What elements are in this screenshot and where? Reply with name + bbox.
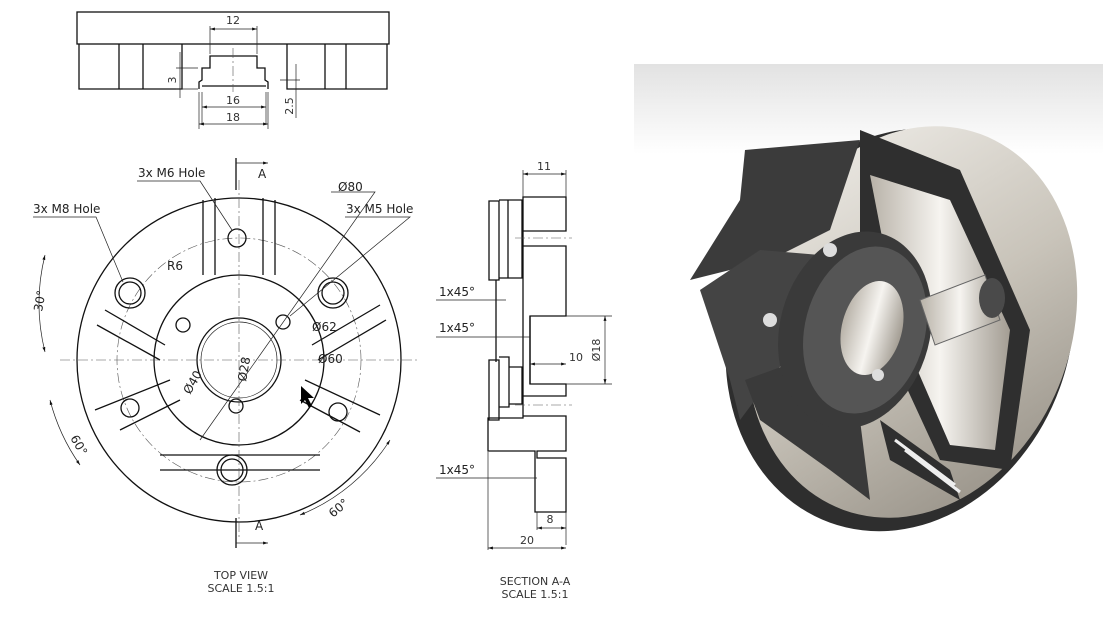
top-view-scale: SCALE 1.5:1 [208,582,275,595]
label-chamfer-2: 1x45° [439,321,475,335]
label-d80: Ø80 [338,180,363,194]
dim-10: 10 [569,351,583,364]
label-r6: R6 [167,259,183,273]
dim-11: 11 [537,160,551,173]
3d-render [634,64,1103,532]
label-chamfer-1: 1x45° [439,285,475,299]
label-30deg: 30° [31,289,48,312]
mouse-cursor-icon [301,386,314,408]
label-60deg-left: 60° [67,433,90,458]
dim-16: 16 [226,94,240,107]
dim-20: 20 [520,534,534,547]
label-m6-hole: 3x M6 Hole [138,166,205,180]
label-chamfer-3: 1x45° [439,463,475,477]
label-d62: Ø62 [312,320,337,334]
section-marker-bottom: A [255,519,264,533]
label-m5-hole: 3x M5 Hole [346,202,413,216]
top-view-title: TOP VIEW [213,569,268,582]
dim-2.5: 2.5 [283,97,296,115]
label-d28: Ø28 [235,356,253,383]
section-view-title: SECTION A-A [500,575,571,588]
section-view-scale: SCALE 1.5:1 [502,588,569,601]
m8-holes [114,277,349,486]
label-d40: Ø40 [180,368,204,396]
top-view: A A 3x M6 Hole 3x M8 Hole 3x M5 Hole Ø80… [31,158,420,595]
section-view: 1x45° 1x45° 1x45° 11 10 Ø18 8 20 SECTION… [436,160,612,601]
label-60deg-right: 60° [326,496,351,520]
dim-d18: Ø18 [590,339,603,362]
section-marker-top: A [258,167,267,181]
m5-holes [175,314,291,414]
dim-3: 3 [166,77,179,84]
dim-8: 8 [547,513,554,526]
m6-holes [120,228,348,422]
dim-18: 18 [226,111,240,124]
dim-12: 12 [226,14,240,27]
label-d60: Ø60 [318,352,343,366]
front-view: 12 16 18 3 2.5 [76,11,390,129]
label-m8-hole: 3x M8 Hole [33,202,100,216]
